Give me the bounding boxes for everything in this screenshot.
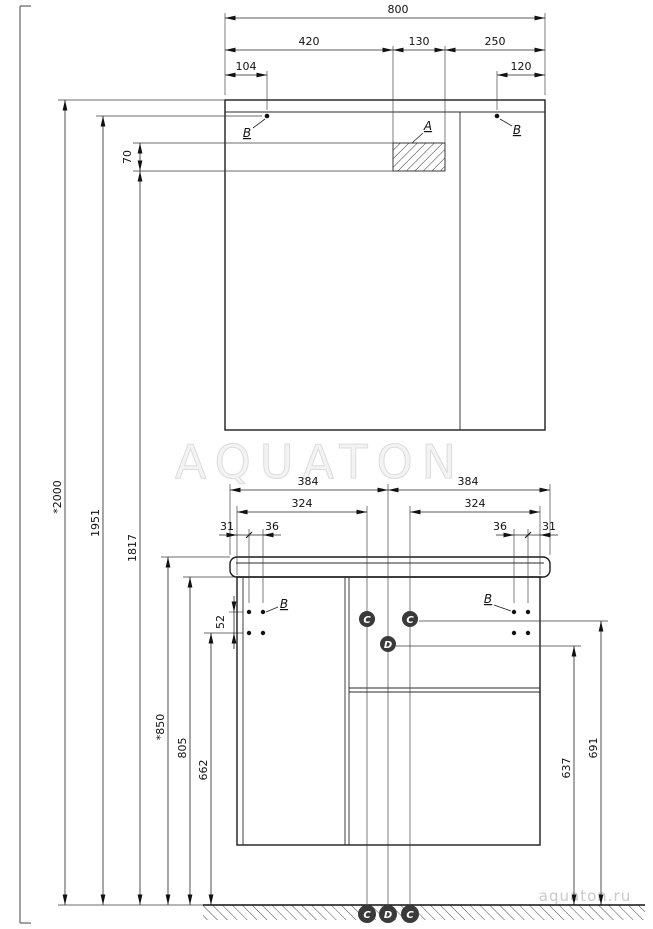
callout-c-letter-right: C <box>406 615 414 626</box>
lamp-hatch-region <box>392 142 446 172</box>
dim-label-52: 52 <box>214 615 227 629</box>
callout-circles: C C D <box>359 611 418 652</box>
dim-label-1817: 1817 <box>126 534 139 562</box>
dim-label-250: 250 <box>485 35 506 48</box>
page-frame <box>19 5 31 924</box>
callout-b-label-vanity-left: B <box>280 597 288 611</box>
callout-c-circle-right <box>402 611 418 627</box>
dim-label-130: 130 <box>409 35 430 48</box>
dim-label-324-left: 324 <box>292 497 313 510</box>
bottom-callout-c-right <box>401 905 419 923</box>
dim-label-36-left: 36 <box>265 520 279 533</box>
dim-label-805: 805 <box>176 738 189 759</box>
bottom-callout-circles: C D C <box>358 905 419 923</box>
bottom-callout-c-right-letter: C <box>406 910 414 921</box>
bottom-callout-d-letter: D <box>384 910 392 921</box>
dim-label-120: 120 <box>511 60 532 73</box>
callout-c-letter-left: C <box>363 615 371 626</box>
mirror-screw-left <box>264 113 270 119</box>
dim-label-70: 70 <box>121 150 134 164</box>
ground-hatch <box>58 904 645 920</box>
mirror-cabinet-front-view <box>224 99 546 431</box>
dim-label-384-left: 384 <box>298 475 319 488</box>
bottom-callout-d <box>379 905 397 923</box>
dim-label-662: 662 <box>197 760 210 781</box>
dim-label-324-right: 324 <box>465 497 486 510</box>
ground-hatch-fill <box>203 905 645 920</box>
dim-label-384-right: 384 <box>458 475 479 488</box>
lamp-area: A <box>392 119 446 172</box>
vanity-front-view <box>229 556 551 846</box>
dim-label-104: 104 <box>236 60 257 73</box>
brand-watermark: AQUATON <box>175 435 465 489</box>
callout-d-circle <box>380 636 396 652</box>
callout-b-label-mirror-left: B <box>243 126 251 140</box>
dim-label-36-right: 36 <box>493 520 507 533</box>
height-dimensions: *2000 1951 1817 *850 805 662 52 <box>51 99 262 905</box>
dim-label-31-left: 31 <box>220 520 234 533</box>
mirror-dimensions: 800 420 130 250 104 120 70 B B <box>121 3 546 172</box>
dim-label-691: 691 <box>587 738 600 759</box>
callout-d-letter: D <box>384 640 392 651</box>
callout-b-label-vanity-right: B <box>484 592 492 606</box>
dim-label-31-right: 31 <box>542 520 556 533</box>
callout-a-label: A <box>423 119 432 133</box>
callout-b-label-mirror-right: B <box>513 123 521 137</box>
vanity-body <box>236 576 541 846</box>
dim-label-850: *850 <box>154 714 167 741</box>
dim-label-800: 800 <box>388 3 409 16</box>
bottom-callout-c-left <box>358 905 376 923</box>
callout-c-circle-left <box>359 611 375 627</box>
bottom-callout-c-left-letter: C <box>363 910 371 921</box>
dim-label-420: 420 <box>299 35 320 48</box>
vanity-screw-markers: B B <box>246 592 531 636</box>
vanity-dimensions: 384 384 324 324 31 36 36 31 637 691 <box>219 475 608 905</box>
dim-label-2000: *2000 <box>51 480 64 514</box>
dim-label-1951: 1951 <box>89 509 102 537</box>
dim-label-637: 637 <box>560 758 573 779</box>
website-watermark: aquaton.ru <box>539 887 631 905</box>
mirror-screw-right <box>494 113 500 119</box>
